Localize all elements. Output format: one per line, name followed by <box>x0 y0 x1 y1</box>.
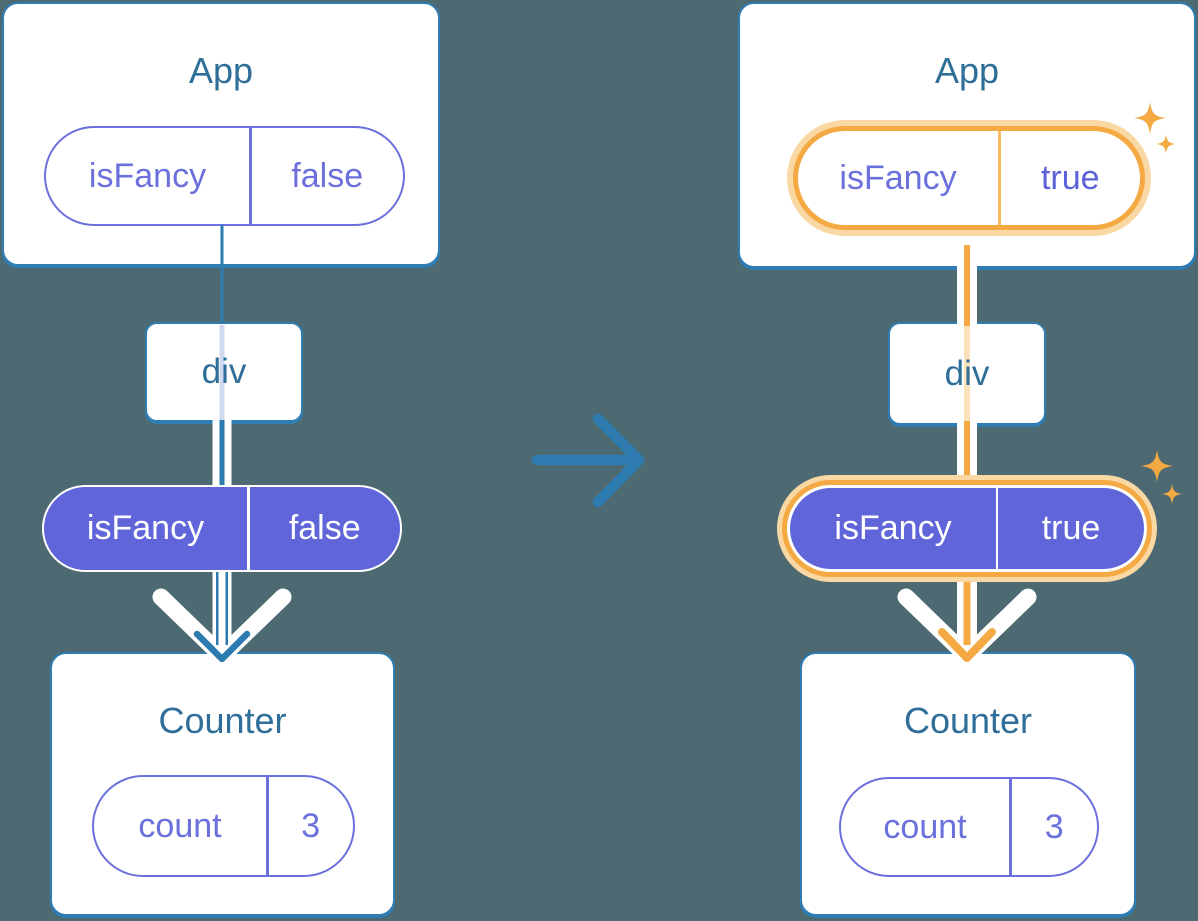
prop-pill-left: isFancy false <box>42 485 402 572</box>
state-pill: count 3 <box>839 777 1099 877</box>
sparkle-icon <box>1162 484 1182 504</box>
state-value: 3 <box>1044 807 1064 846</box>
component-title: Counter <box>158 700 287 741</box>
state-pill: isFancy false <box>44 126 405 226</box>
pill-divider <box>1009 779 1012 875</box>
arrow-down-icon <box>938 628 996 662</box>
app-card-left: App isFancy false <box>2 2 440 266</box>
prop-pill-right-highlighted: isFancy true <box>787 485 1147 572</box>
counter-card-left: Counter count 3 <box>50 652 395 916</box>
prop-name: isFancy <box>834 509 952 547</box>
pill-divider <box>247 487 250 570</box>
pill-divider <box>998 131 1001 225</box>
state-value: false <box>291 156 364 195</box>
prop-flow-left <box>152 225 292 665</box>
pill-divider <box>266 777 269 875</box>
app-card-right: App isFancy true <box>738 2 1196 268</box>
component-title: Counter <box>903 700 1033 741</box>
state-name: count <box>138 806 222 845</box>
state-name: isFancy <box>88 156 207 195</box>
state-pill: count 3 <box>92 775 355 877</box>
state-pill-highlighted: isFancy true <box>793 126 1145 230</box>
prop-value: true <box>1041 509 1101 547</box>
component-title: App <box>934 50 1000 91</box>
div-box-label: div <box>944 353 990 393</box>
pill-divider <box>996 488 998 569</box>
state-name: isFancy <box>839 158 957 197</box>
state-name: count <box>883 807 967 846</box>
prop-value: false <box>288 509 361 547</box>
sparkle-icon <box>1141 450 1173 482</box>
component-title: App <box>188 50 254 91</box>
state-value: true <box>1040 158 1100 197</box>
arrow-right-icon <box>531 413 645 508</box>
counter-card-right: Counter count 3 <box>800 652 1136 916</box>
prop-name: isFancy <box>86 509 205 547</box>
div-box-label: div <box>201 352 247 391</box>
sparkle-icon <box>1156 134 1176 154</box>
state-value: 3 <box>301 806 321 845</box>
arrow-down-icon <box>193 630 251 663</box>
pill-divider <box>249 128 252 224</box>
prop-flow-right <box>897 245 1037 665</box>
sparkle-icon <box>1134 102 1166 134</box>
